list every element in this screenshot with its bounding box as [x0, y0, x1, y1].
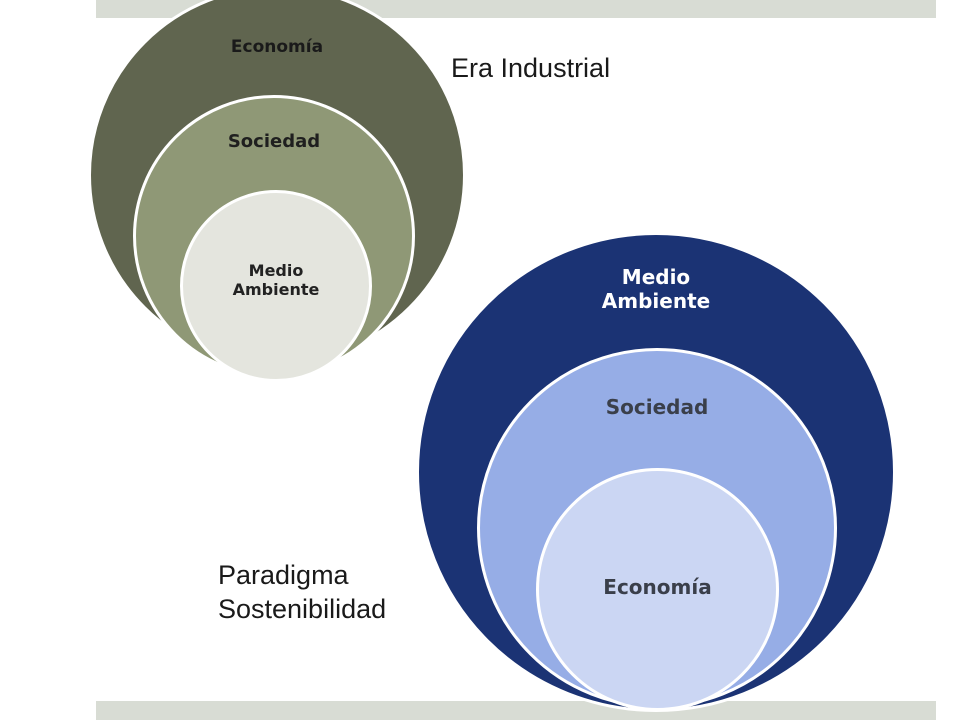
sustainability-caption: Paradigma Sostenibilidad — [218, 560, 387, 624]
industrial-inner-label: Medio Ambiente — [232, 261, 320, 300]
industrial-inner-circle: Medio Ambiente — [180, 190, 372, 382]
sustainability-outer-label: Medio Ambiente — [601, 265, 711, 313]
sustainability-inner-circle: Economía — [536, 468, 779, 711]
bottom-decorative-band — [96, 701, 936, 720]
industrial-caption: Era Industrial — [451, 53, 611, 83]
industrial-middle-label: Sociedad — [227, 131, 321, 152]
sustainability-inner-label: Economía — [603, 575, 712, 599]
sustainability-middle-label: Sociedad — [605, 395, 709, 419]
industrial-outer-label: Economía — [230, 37, 324, 57]
